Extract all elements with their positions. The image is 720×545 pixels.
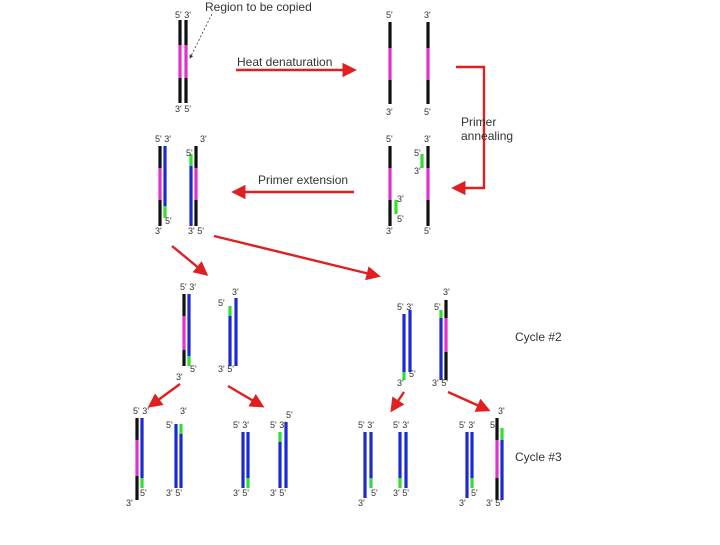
end-label: 5' — [397, 214, 404, 224]
end-label: 5' — [286, 410, 293, 420]
end-label: 3' — [176, 372, 183, 382]
end-label: 3' — [200, 134, 207, 144]
end-label: 3' — [180, 406, 187, 416]
region-pointer — [189, 13, 213, 59]
end-label: 3' — [155, 226, 162, 236]
end-label: 3' 5' — [393, 488, 409, 498]
end-label: 5' 3' — [233, 420, 249, 430]
end-label: 3' — [424, 134, 431, 144]
end-label: 3' 5' — [432, 378, 448, 388]
end-label: 3' — [397, 378, 404, 388]
end-label: 3' 5' — [188, 226, 204, 236]
end-label: 5' — [218, 298, 225, 308]
end-label: 5' — [424, 107, 431, 117]
end-label: 5' — [424, 226, 431, 236]
end-label: 3' — [126, 498, 133, 508]
end-label: 5' 3' — [459, 420, 475, 430]
end-label: 3' 5' — [175, 104, 191, 114]
end-label: 5' — [190, 364, 197, 374]
primer-label-1: Primer — [461, 115, 496, 129]
end-label: 5' 3' — [180, 282, 196, 292]
end-label: 3' — [498, 406, 505, 416]
end-label: 5' 3' — [155, 134, 171, 144]
end-label: 5' — [434, 302, 441, 312]
cycle2-left-arrow — [171, 245, 209, 276]
cycle3-arrow-3 — [390, 391, 405, 413]
end-label: 5' — [371, 488, 378, 498]
end-label: 3' 5' — [166, 488, 182, 498]
end-label: 5' — [140, 488, 147, 498]
heat-label: Heat denaturation — [237, 55, 332, 69]
end-label: 3' 5' — [486, 498, 502, 508]
end-label: 5' — [409, 369, 416, 379]
end-label: 3' — [232, 287, 239, 297]
end-label: 3' — [386, 226, 393, 236]
end-label: 5' — [490, 420, 497, 430]
end-label: 3' — [414, 166, 421, 176]
end-label: 5' — [386, 134, 393, 144]
end-label: 3' 5' — [270, 488, 286, 498]
end-label: 3' 5' — [233, 488, 249, 498]
end-label: 5' 3' — [133, 406, 149, 416]
dna-strands — [135, 20, 504, 500]
end-label: 5' — [186, 148, 193, 158]
cycle3-arrow-4 — [447, 390, 491, 412]
end-label: 5' 3' — [397, 302, 413, 312]
end-label: 3' 5' — [218, 364, 234, 374]
end-label: 3' — [459, 498, 466, 508]
end-label: 3' — [397, 194, 404, 204]
end-label: 3' — [358, 498, 365, 508]
end-label: 5' — [471, 488, 478, 498]
end-label: 3' — [424, 10, 431, 20]
end-label: 5' 3' — [393, 420, 409, 430]
end-label: 3' — [386, 107, 393, 117]
primer-annealing-arrow — [451, 65, 486, 196]
end-label: 5' — [166, 420, 173, 430]
end-label: 5' 3' — [358, 420, 374, 430]
end-label: 3' — [443, 287, 450, 297]
end-label: 5' 3' — [175, 10, 191, 20]
region-label: Region to be copied — [205, 0, 312, 14]
primer-label-2: annealing — [461, 129, 513, 143]
cycle3-label: Cycle #3 — [515, 450, 562, 464]
end-label: 5' — [165, 216, 172, 226]
cycle3-arrow-1 — [147, 383, 181, 408]
end-label: 5' — [386, 10, 393, 20]
cycle2-label: Cycle #2 — [515, 330, 562, 344]
process-arrows — [147, 62, 491, 413]
end-label: 5' — [414, 148, 421, 158]
cycle2-right-arrow — [213, 234, 381, 281]
cycle3-arrow-2 — [227, 384, 265, 408]
end-label: 5' 3' — [270, 420, 286, 430]
extension-label: Primer extension — [258, 173, 348, 187]
